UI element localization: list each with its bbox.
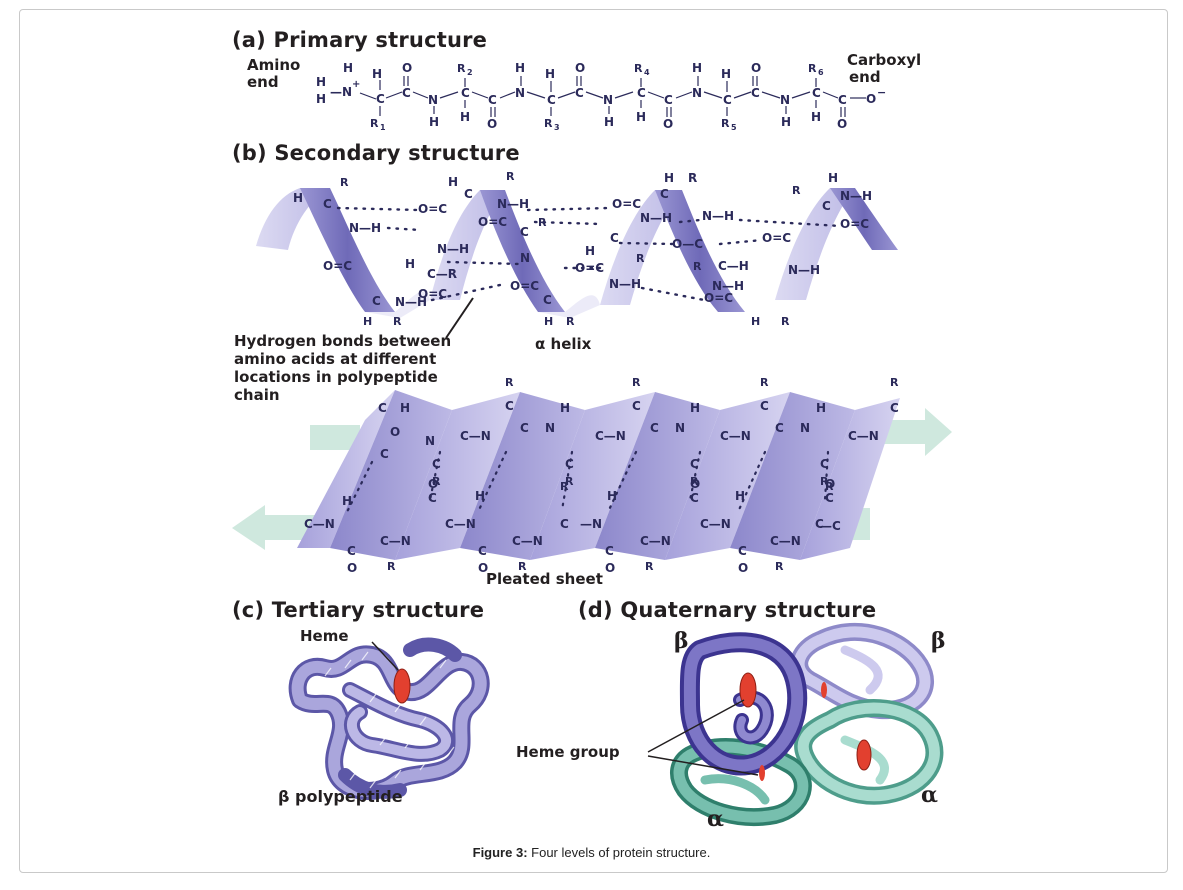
beta-subunit-label-left: β [674, 628, 689, 654]
heme-group-label: Heme group [516, 744, 620, 761]
alpha-subunit-label-right: α [921, 782, 938, 808]
figure-caption: Figure 3: Four levels of protein structu… [0, 845, 1183, 860]
alpha-subunit-label-left: α [707, 806, 724, 832]
beta-subunit-label-right: β [931, 628, 946, 654]
caption-text: Four levels of protein structure. [531, 845, 710, 860]
beta-subunit-light [799, 632, 925, 710]
caption-label: Figure 3: [473, 845, 528, 860]
